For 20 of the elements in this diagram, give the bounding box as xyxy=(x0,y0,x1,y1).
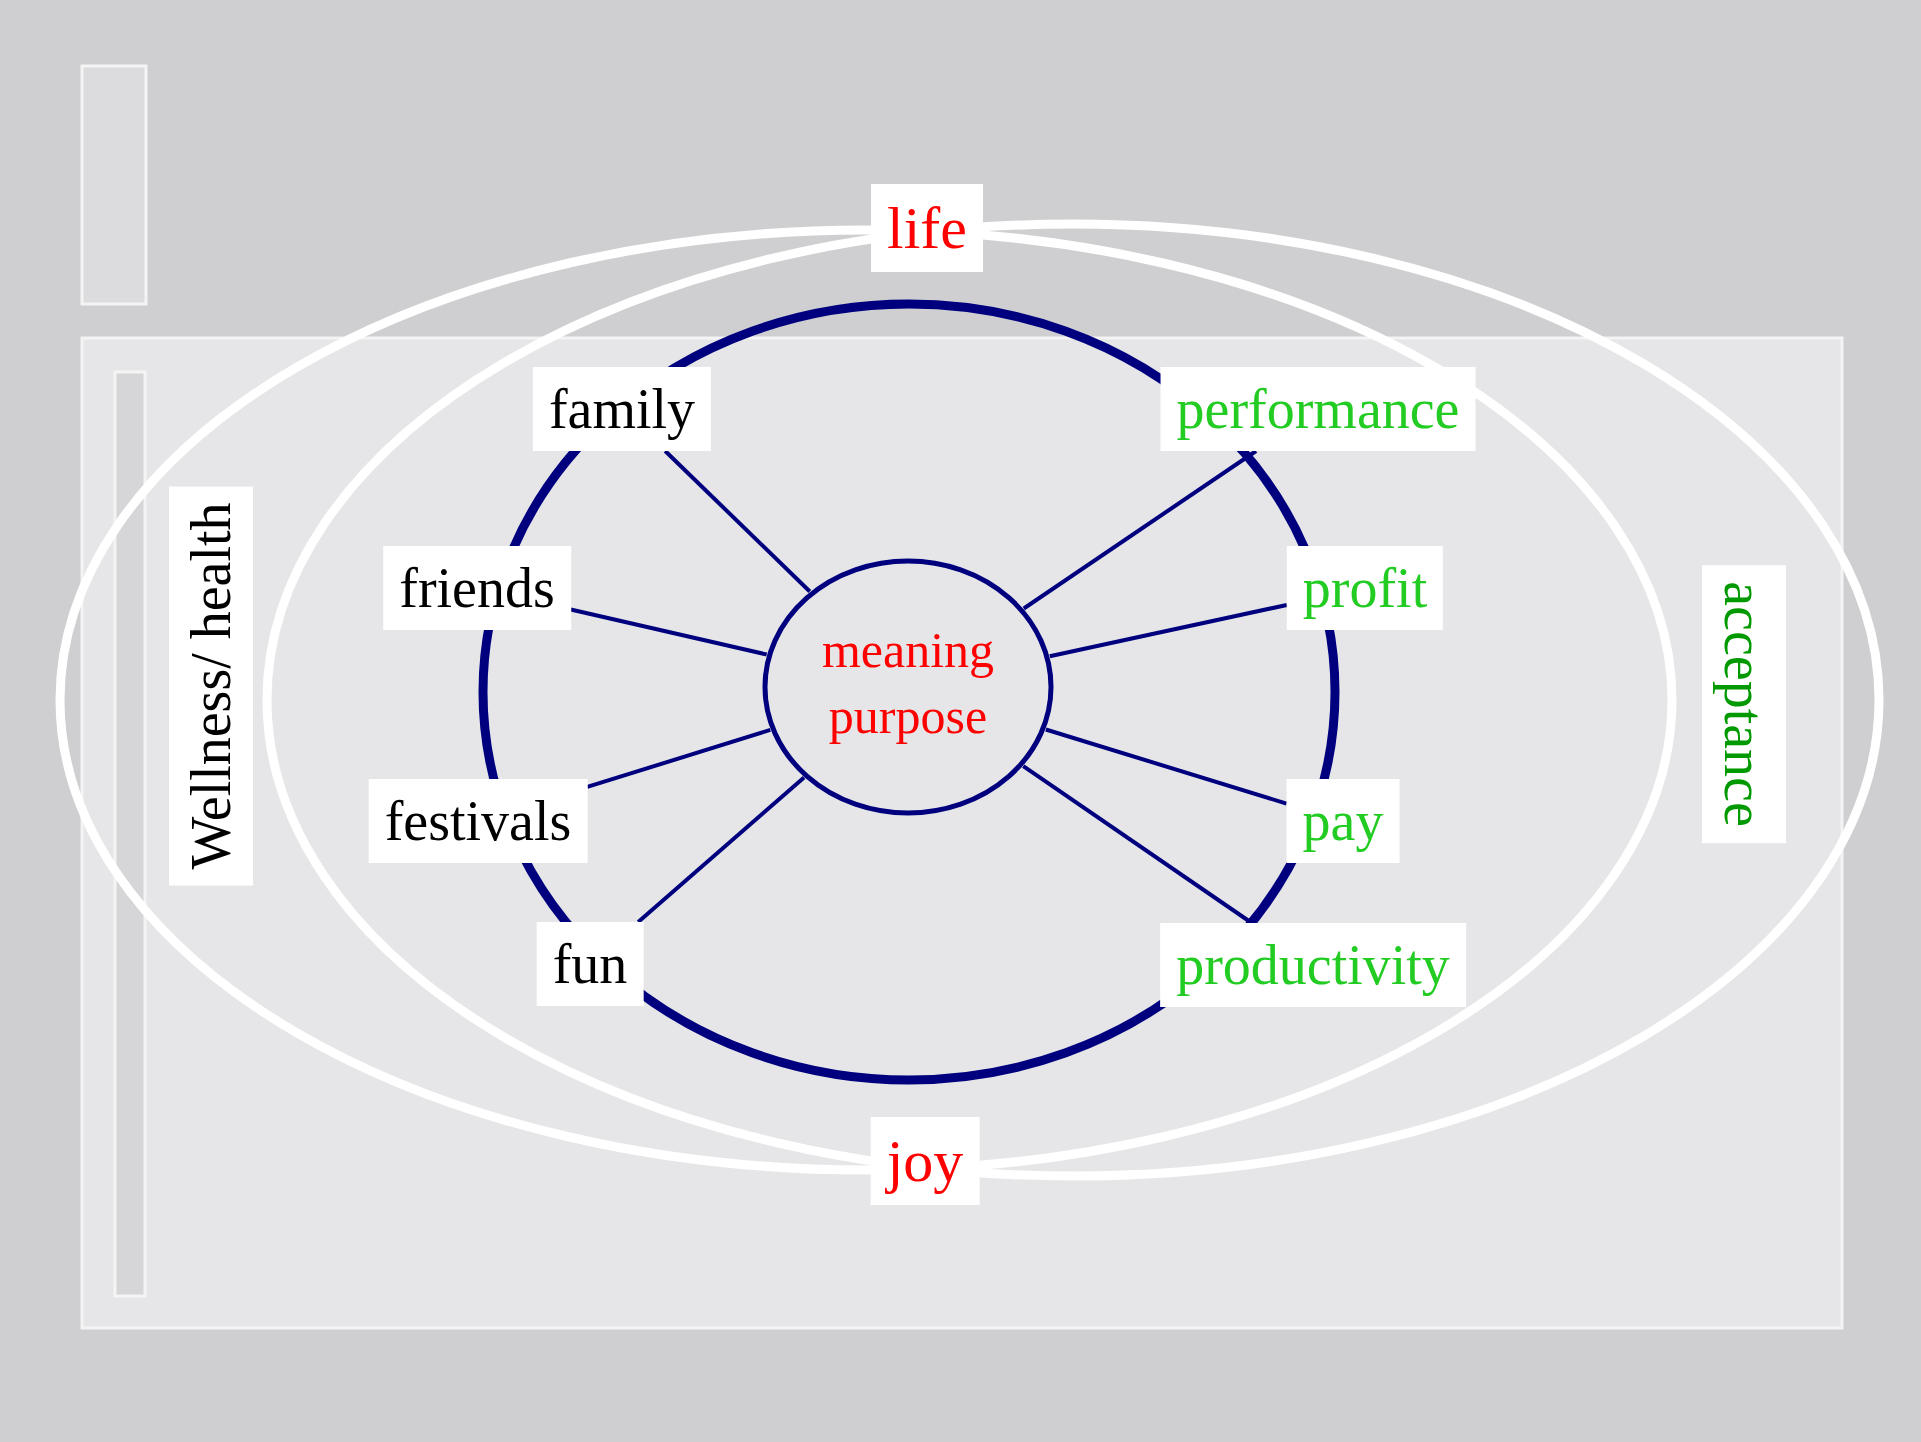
word-label: profit xyxy=(1286,546,1444,630)
spoke-line xyxy=(586,728,771,789)
word-label: life xyxy=(871,184,983,272)
word-label: performance xyxy=(1160,367,1476,451)
spoke-line xyxy=(636,776,806,924)
spoke-line xyxy=(663,449,812,593)
center-text: meaning purpose xyxy=(798,617,1018,749)
spoke-line xyxy=(570,607,768,657)
word-label: friends xyxy=(383,546,571,630)
word-label: acceptance xyxy=(1702,565,1786,843)
word-label: festivals xyxy=(368,779,588,863)
word-label: fun xyxy=(536,922,644,1006)
word-label: Wellness/ health xyxy=(169,486,253,886)
spoke-line xyxy=(1022,449,1258,611)
spoke-line xyxy=(1045,727,1288,806)
word-label: pay xyxy=(1286,779,1400,863)
spoke-line xyxy=(1049,603,1288,659)
word-label: family xyxy=(532,367,712,451)
word-label: joy xyxy=(870,1117,980,1205)
word-label: productivity xyxy=(1160,923,1466,1007)
